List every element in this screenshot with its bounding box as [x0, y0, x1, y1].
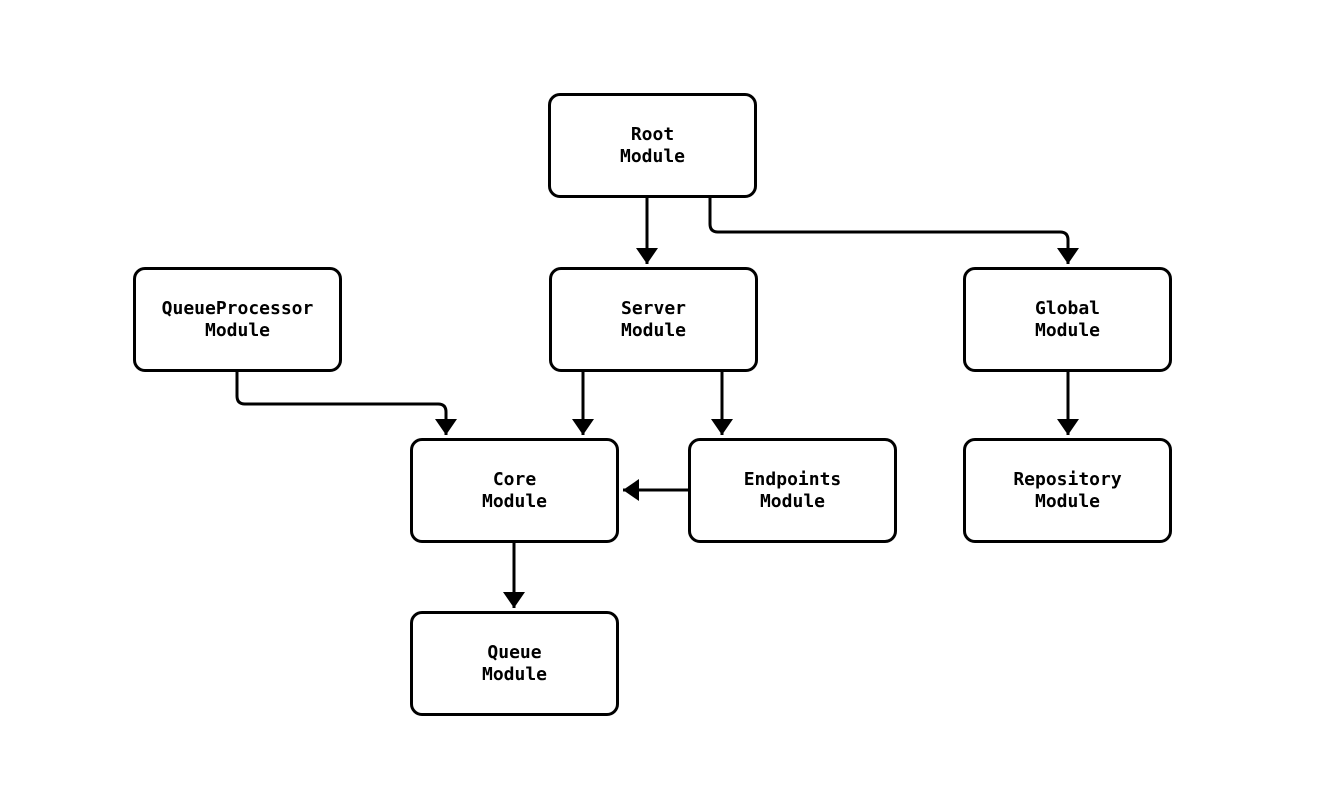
- node-global-module: Global Module: [963, 267, 1172, 372]
- edge-queueprocessor-to-core: [235, 372, 457, 435]
- node-endpoints-module: Endpoints Module: [688, 438, 897, 543]
- node-root-module: Root Module: [548, 93, 757, 198]
- node-queueprocessor-module: QueueProcessor Module: [133, 267, 342, 372]
- node-repository-module: Repository Module: [963, 438, 1172, 543]
- node-core-module: Core Module: [410, 438, 619, 543]
- edge-root-to-global: [708, 198, 1079, 264]
- node-server-module: Server Module: [549, 267, 758, 372]
- node-queue-module: Queue Module: [410, 611, 619, 716]
